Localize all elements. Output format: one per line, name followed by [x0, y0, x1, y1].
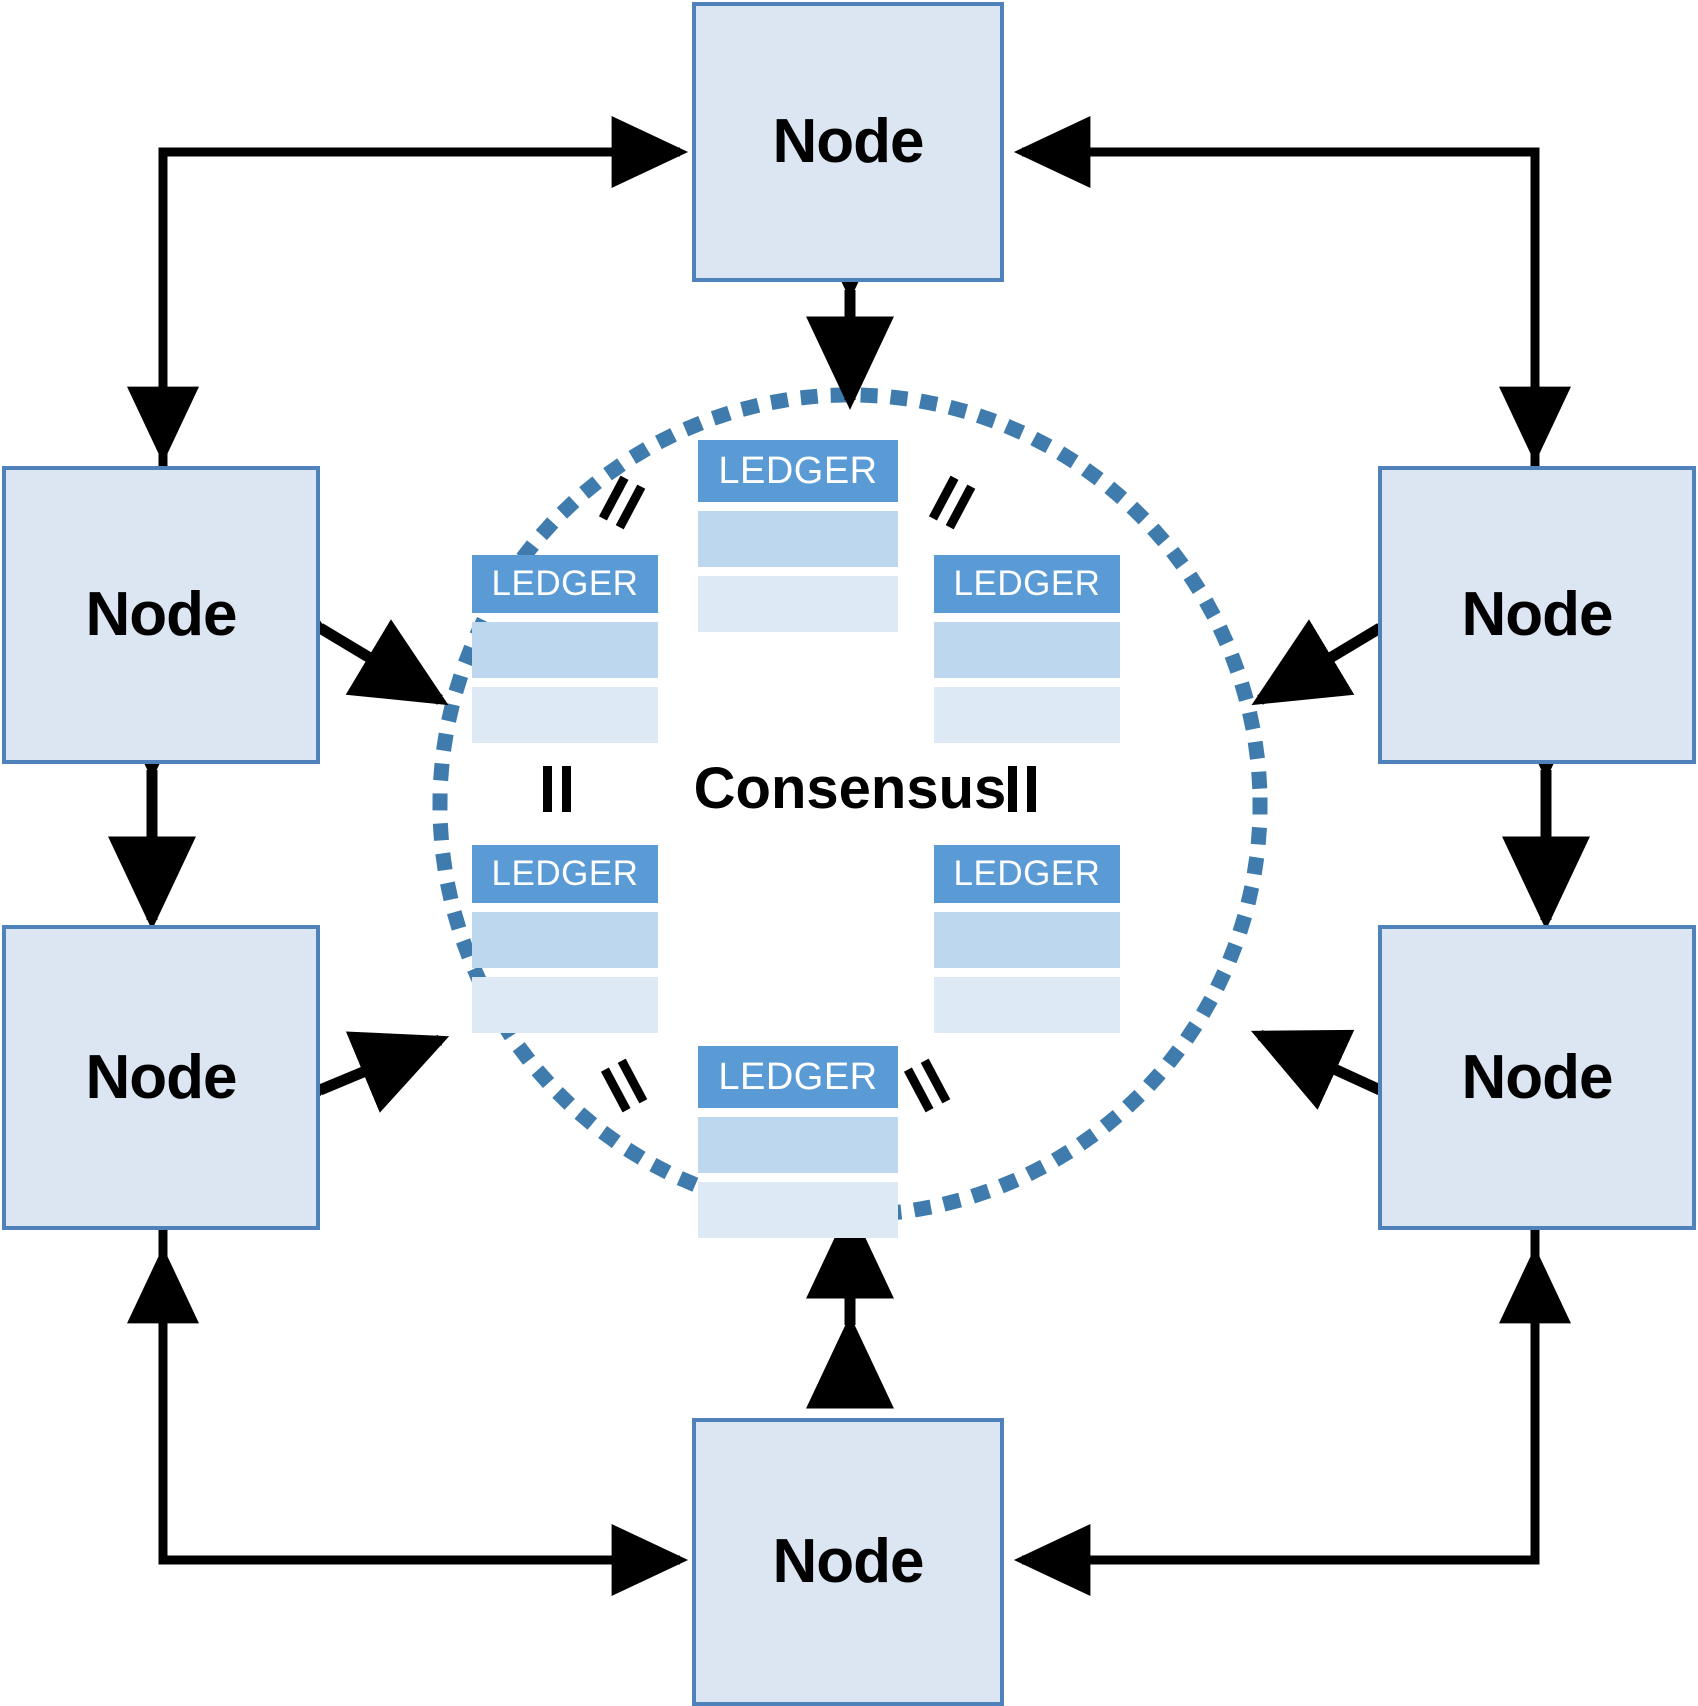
ledger-right-upper-header: LEDGER [934, 555, 1120, 613]
ledger-right-lower[interactable]: LEDGER [934, 845, 1120, 1033]
equality-mark-bottom-right [897, 1054, 959, 1116]
equality-mark-top-left [592, 472, 654, 534]
ledger-left-upper-row-2 [472, 687, 658, 743]
ledger-top-row-1 [698, 511, 898, 567]
ledger-right-lower-header: LEDGER [934, 845, 1120, 903]
node-right-upper[interactable]: Node [1378, 466, 1696, 764]
ledger-top-header: LEDGER [698, 440, 898, 502]
ledger-bottom-row-1 [698, 1117, 898, 1173]
ledger-right-lower-row-2 [934, 977, 1120, 1033]
ledger-left-upper-row-1 [472, 622, 658, 678]
ledger-left-lower-row-2 [472, 977, 658, 1033]
ledger-right-lower-row-1 [934, 912, 1120, 968]
edge-left-upper-to-consensus [225, 547, 449, 706]
edge-left-upper-to-top [158, 116, 689, 478]
node-left-upper-label: Node [85, 580, 238, 649]
equality-mark-mid-left [535, 766, 581, 812]
equality-mark-top-right [922, 472, 984, 534]
edge-right-lower-to-consensus [1251, 1029, 1475, 1165]
edge-right-upper-to-top [1013, 116, 1540, 478]
consensus-label: Consensus [693, 756, 1007, 821]
ledger-left-upper-header: LEDGER [472, 555, 658, 613]
equality-mark-mid-right [1000, 766, 1046, 812]
node-bottom[interactable]: Node [692, 1418, 1004, 1706]
node-left-upper[interactable]: Node [2, 466, 320, 764]
ledger-bottom[interactable]: LEDGER [698, 1046, 898, 1238]
ledger-left-upper[interactable]: LEDGER [472, 555, 658, 743]
ledger-right-upper[interactable]: LEDGER [934, 555, 1120, 743]
ledger-left-lower-header: LEDGER [472, 845, 658, 903]
edge-left-lower-to-bottom [158, 1230, 689, 1596]
node-right-upper-label: Node [1461, 580, 1614, 649]
edge-right-lower-to-bottom [1013, 1230, 1540, 1596]
edge-left-lower-to-consensus [225, 1031, 450, 1163]
ledger-bottom-row-2 [698, 1182, 898, 1238]
equality-mark-bottom-left [594, 1054, 656, 1116]
ledger-top-row-2 [698, 576, 898, 632]
ledger-right-upper-row-2 [934, 687, 1120, 743]
node-left-lower-label: Node [85, 1042, 238, 1112]
node-right-lower[interactable]: Node [1378, 925, 1696, 1230]
ledger-left-lower-row-1 [472, 912, 658, 968]
ledger-bottom-header: LEDGER [698, 1046, 898, 1108]
ledger-top[interactable]: LEDGER [698, 440, 898, 632]
node-bottom-label: Node [772, 1527, 925, 1596]
ledger-right-upper-row-1 [934, 622, 1120, 678]
node-top-label: Node [772, 107, 925, 176]
edge-right-upper-to-consensus [1251, 547, 1475, 706]
node-left-lower[interactable]: Node [2, 925, 320, 1230]
node-right-lower-label: Node [1461, 1042, 1614, 1112]
ledger-left-lower[interactable]: LEDGER [472, 845, 658, 1033]
node-top[interactable]: Node [692, 2, 1004, 282]
